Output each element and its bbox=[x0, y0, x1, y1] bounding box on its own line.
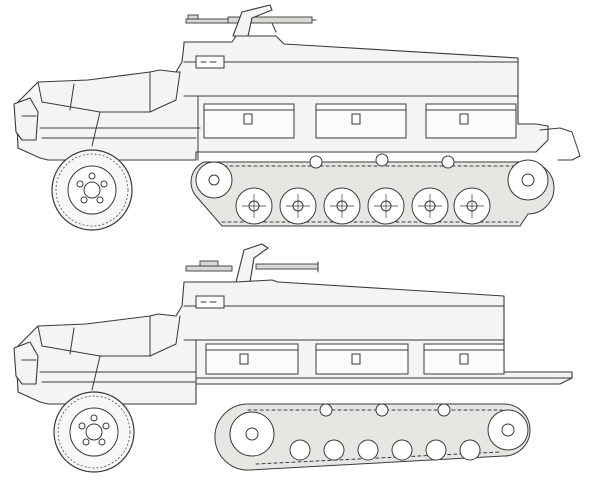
machine-gun-upper bbox=[185, 4, 317, 37]
stowage-boxes-lower bbox=[205, 343, 505, 375]
halftrack-lower bbox=[13, 243, 573, 473]
front-wheel-upper bbox=[51, 149, 133, 231]
front-wheel-lower bbox=[53, 391, 135, 473]
stowage-boxes-upper bbox=[203, 103, 517, 139]
machine-gun-lower bbox=[185, 243, 319, 283]
track-assembly-upper bbox=[190, 153, 555, 227]
hull-body-lower bbox=[15, 279, 573, 405]
hull-body-upper bbox=[15, 35, 549, 161]
halftrack-upper bbox=[13, 4, 581, 231]
track-assembly-lower bbox=[214, 403, 531, 471]
